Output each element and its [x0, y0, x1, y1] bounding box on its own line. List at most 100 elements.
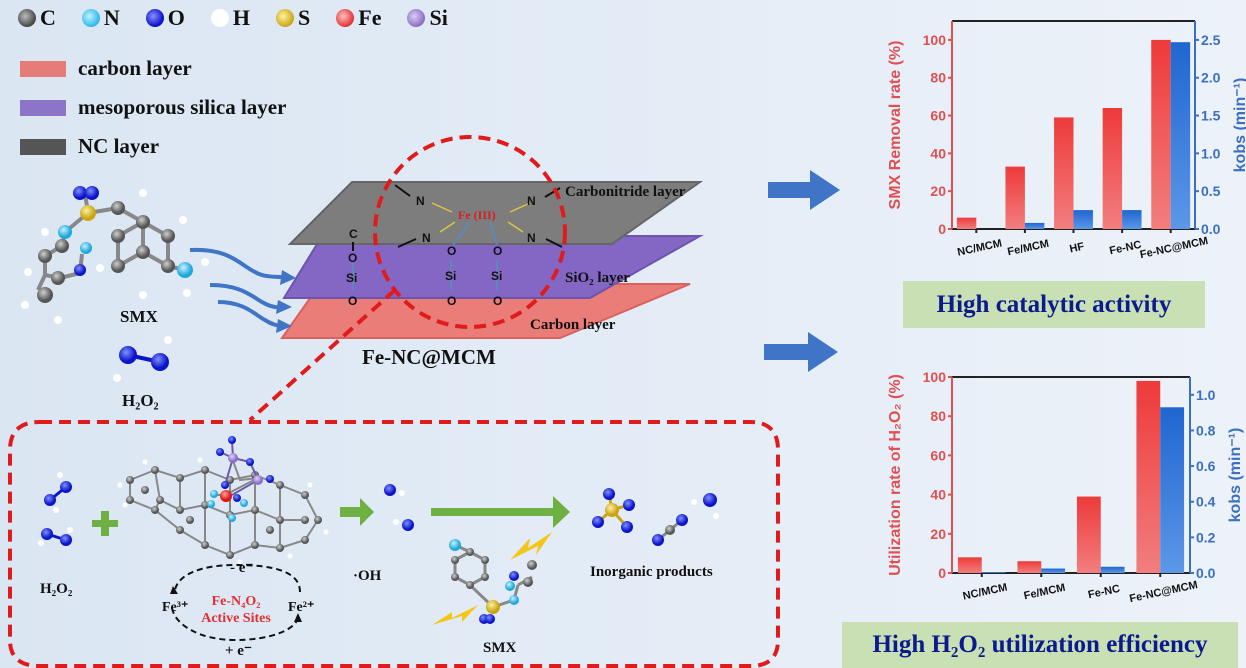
silicon-atom-icon [407, 9, 426, 27]
arrow-right-icon [764, 332, 838, 372]
cycle-arrow-right-icon [294, 613, 302, 622]
x-tick-label: Fe-NC [1108, 239, 1142, 257]
x-tick-label: Fe/MCM [1023, 582, 1067, 603]
bar-left-series [1102, 107, 1123, 229]
h2o2-molecules [38, 472, 73, 546]
sio2-layer-label: SiO₂ layer [565, 270, 630, 286]
x-tick-label: NC/MCM [956, 237, 1003, 258]
green-arrow-icon [340, 498, 374, 526]
h2o2-molecule [113, 336, 172, 382]
right-y-tick-label: 2.0 [1201, 70, 1221, 86]
structure-bonds [352, 184, 563, 251]
plus-icon [92, 511, 118, 536]
mechanism-box [10, 422, 345, 667]
carbonitride-layer-label: Carbonitride layer [565, 184, 686, 200]
active-sites-title: Fe-N₄O₂ [212, 594, 261, 609]
zoom-circle [373, 135, 567, 329]
layer-legend: carbon layer mesoporous silica layer NC … [20, 56, 286, 159]
atom-label-n: N [422, 231, 431, 245]
x-tick-label: Fe/MCM [1006, 238, 1050, 259]
atom-legend-item: H [210, 5, 250, 31]
atom-label-si: Si [445, 269, 456, 283]
atom-label-n: N [416, 194, 425, 208]
bar-left-series [1054, 117, 1074, 229]
bar-right-series [1024, 222, 1045, 229]
zoom-connector [248, 288, 397, 422]
fe3-label: Fe³⁺ [162, 600, 188, 615]
atom-label-o: O [348, 294, 357, 308]
atom-label-si: Si [491, 269, 502, 283]
right-y-tick-label: 1.5 [1201, 108, 1221, 124]
mechanism-h2o2-label: H₂O₂ [40, 581, 73, 597]
mechanism-smx-label: SMX [483, 640, 517, 656]
smx-degraded-molecule [449, 539, 537, 624]
right-y-tick-label: 1.0 [1201, 145, 1221, 161]
bar-left-series [1017, 561, 1042, 573]
left-y-axis-title: Utilization rate of H₂O₂ (%) [887, 374, 904, 576]
x-tick-label: NC/MCM [962, 581, 1009, 602]
right-y-axis-title: kobs (min⁻¹) [1227, 428, 1244, 523]
layer-legend-item: NC layer [20, 134, 286, 159]
atom-label-o: O [447, 244, 456, 258]
left-y-tick-label: 60 [930, 447, 946, 463]
hydrogen-atom-icon [210, 9, 229, 27]
minus-electron-label: - e⁻ [230, 560, 253, 576]
left-y-tick-label: 100 [923, 369, 947, 385]
layer-legend-item: carbon layer [20, 56, 286, 81]
sulfur-atom-icon [276, 9, 295, 27]
nitrogen-atom-icon [81, 9, 100, 27]
layer-legend-item: mesoporous silica layer [20, 95, 286, 120]
catalyst-model [117, 436, 329, 565]
right-y-tick-label: 1.0 [1196, 387, 1216, 403]
right-y-tick-label: 0.0 [1201, 221, 1221, 237]
atom-legend: C N O H S Fe Si [18, 5, 448, 31]
lightning-icon [432, 605, 478, 625]
silica-layer-swatch [20, 99, 66, 116]
right-y-tick-label: 0.8 [1196, 422, 1216, 438]
fe2-label: Fe²⁺ [288, 600, 314, 615]
lightning-icon [510, 532, 552, 560]
bar-right-series [1073, 210, 1093, 229]
bar-left-series [957, 557, 982, 573]
left-y-tick-label: 20 [930, 183, 946, 199]
oh-radical-label: ·OH [353, 568, 382, 584]
smx-label: SMX [120, 307, 159, 326]
carbon-layer-swatch [20, 60, 66, 77]
atom-label-si: Si [346, 271, 357, 285]
bar-left-series [1005, 166, 1025, 229]
bar-right-series [981, 572, 1006, 573]
h2o2-label: H₂O₂ [122, 391, 159, 410]
fe-iii-label: Fe (III) [458, 208, 496, 222]
atom-label-o: O [493, 294, 502, 308]
bar-right-series [1041, 568, 1066, 573]
x-tick-label: Fe-NC@MCM [1139, 235, 1209, 261]
atom-legend-item: N [81, 5, 120, 31]
arrow-right-icon [768, 170, 840, 210]
right-y-tick-label: 0.6 [1196, 458, 1216, 474]
atom-legend-item: O [145, 5, 185, 31]
carbon-atom-icon [18, 9, 36, 27]
bar-left-series [1076, 496, 1101, 573]
oh-radicals [384, 484, 414, 531]
right-y-tick-label: 0.0 [1196, 565, 1216, 581]
atom-legend-item: C [18, 5, 56, 31]
inorganic-products [592, 488, 719, 546]
cycle-arrow-left-icon [170, 586, 178, 594]
carbon-layer-label: Carbon layer [530, 317, 616, 333]
atom-label-o: O [493, 244, 502, 258]
h2o2-utilization-banner: High H₂O₂ utilization efficiency [842, 622, 1238, 668]
active-sites-subtitle: Active Sites [201, 611, 271, 626]
catalytic-activity-banner: High catalytic activity [903, 281, 1205, 328]
left-y-tick-label: 40 [930, 487, 946, 503]
right-y-tick-label: 0.5 [1201, 183, 1221, 199]
right-y-tick-label: 2.5 [1201, 32, 1221, 48]
mechanism-diagram: N N N N C O Si O O Si O O Si O Fe (III) … [8, 135, 840, 668]
atom-legend-item: S [276, 5, 310, 31]
plus-electron-label: + e⁻ [225, 643, 252, 659]
atom-label-n: N [527, 194, 536, 208]
x-tick-label: Fe-NC@MCM [1128, 579, 1198, 605]
inorganic-products-label: Inorganic products [590, 564, 713, 580]
bar-right-series [1122, 210, 1142, 229]
